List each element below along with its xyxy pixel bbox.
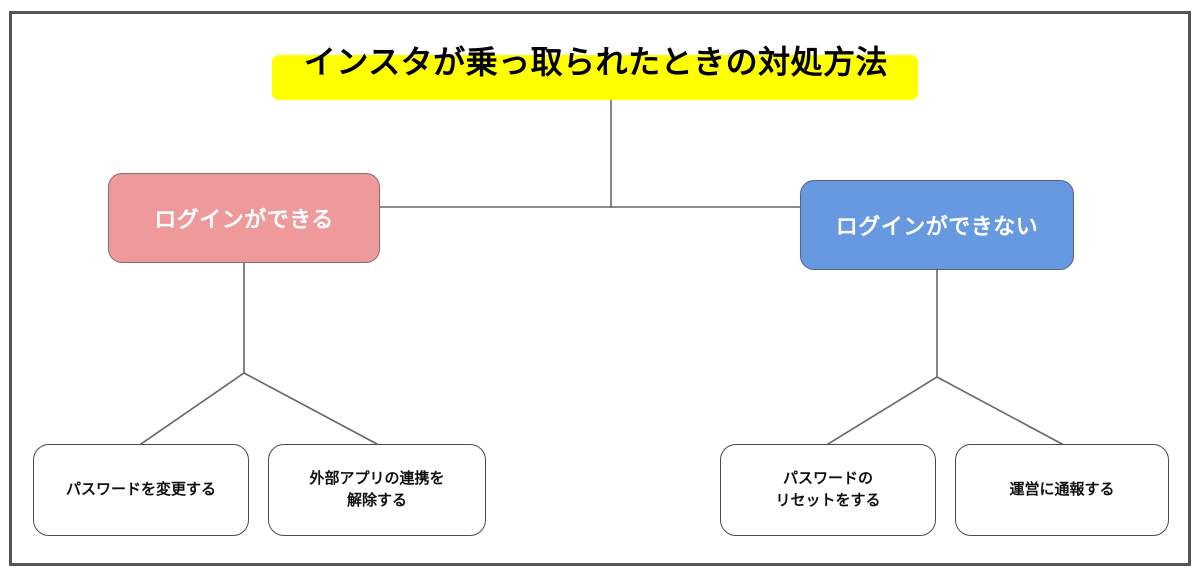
leaf-revoke-external-apps-text: 外部アプリの連携を 解除する (309, 468, 444, 512)
node-login-possible-label: ログインができる (154, 207, 334, 232)
leaf-reset-password-line2: リセットをする (775, 492, 881, 509)
title-text: インスタが乗っ取られたときの対処方法 (303, 44, 889, 80)
title-highlight (272, 55, 918, 100)
leaf-report-to-support-line1: 運営に通報する (1009, 481, 1115, 499)
leaf-change-password-text: パスワードを変更する (66, 479, 216, 501)
leaf-reset-password-text: パスワードの リセットをする (775, 468, 880, 512)
leaf-report-to-support-text: 運営に通報する (1009, 479, 1114, 501)
leaf-reset-password-line1: パスワードの (782, 470, 873, 488)
node-login-impossible-label: ログインができない (835, 214, 1039, 239)
leaf-change-password[interactable]: パスワードを変更する (33, 444, 249, 536)
leaf-revoke-external-apps[interactable]: 外部アプリの連携を 解除する (268, 444, 486, 536)
node-login-possible[interactable]: ログインができる (108, 173, 380, 263)
page-title: インスタが乗っ取られたときの対処方法 (272, 40, 920, 102)
leaf-revoke-external-apps-line2: 解除する (346, 492, 407, 509)
leaf-revoke-external-apps-line1: 外部アプリの連携を (309, 470, 445, 488)
leaf-reset-password[interactable]: パスワードの リセットをする (720, 444, 936, 536)
leaf-report-to-support[interactable]: 運営に通報する (955, 444, 1169, 536)
node-login-impossible[interactable]: ログインができない (800, 180, 1074, 270)
leaf-change-password-line1: パスワードを変更する (65, 481, 216, 499)
